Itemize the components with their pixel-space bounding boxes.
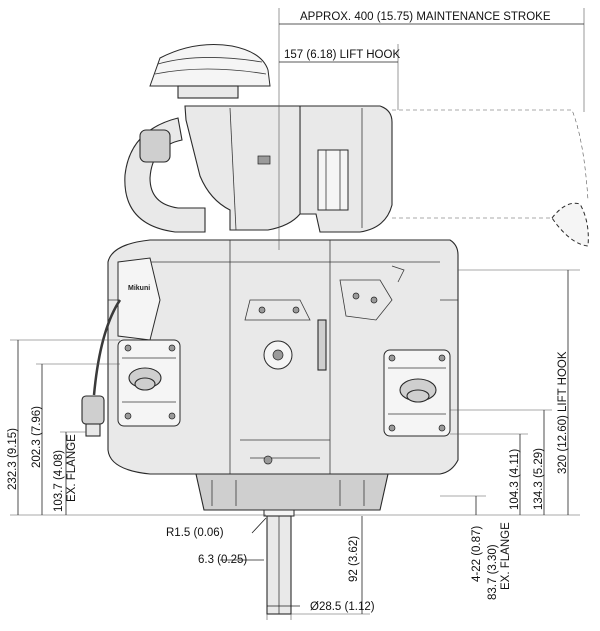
lift-hook-right-label: 320 (12.60) LIFT HOOK — [557, 351, 569, 474]
maintenance-stroke-outline — [392, 109, 589, 247]
ex-flange-left-label: EX. FLANGE — [66, 434, 78, 502]
carburetor-brand-label: Mikuni — [128, 285, 150, 292]
crankcase-base — [195, 473, 389, 511]
maintenance-stroke-label: APPROX. 400 (15.75) MAINTENANCE STROKE — [300, 11, 551, 23]
dim-92-label: 92 (3.62) — [348, 536, 360, 582]
governor-linkage — [240, 299, 330, 465]
dim-202-label: 202.3 (7.96) — [31, 406, 43, 468]
radius-label: R1.5 (0.06) — [166, 527, 224, 539]
cylinder-head-right — [383, 349, 451, 437]
air-cleaner-cap — [149, 44, 271, 99]
dim-232-label: 232.3 (9.15) — [7, 428, 19, 490]
dimension-lines — [10, 8, 585, 620]
engine-illustration: Mikuni — [81, 44, 589, 615]
dimension-labels: APPROX. 400 (15.75) MAINTENANCE STROKE 1… — [7, 11, 569, 613]
lift-hook-top-label: 157 (6.18) LIFT HOOK — [284, 49, 400, 61]
air-cleaner-housing — [184, 105, 393, 233]
dim-134-label: 134.3 (5.29) — [533, 448, 545, 510]
breather-hose — [124, 117, 206, 233]
dim-6-3-label: 6.3 (0.25) — [198, 554, 247, 566]
shaft-diameter-label: Ø28.5 (1.12) — [310, 601, 375, 613]
output-shaft — [263, 509, 295, 615]
dim-4-22-label: 4-22 (0.87) — [471, 526, 483, 582]
dim-83-label: 83.7 (3.30) — [487, 544, 499, 600]
ex-flange-right-label: EX. FLANGE — [500, 522, 512, 590]
cylinder-head-left — [117, 339, 181, 427]
dim-103-label: 103.7 (4.08) — [53, 450, 65, 512]
carburetor-bracket: Mikuni — [117, 257, 161, 341]
fuel-line — [81, 299, 122, 437]
dim-104-label: 104.3 (4.11) — [509, 449, 521, 510]
throttle-mechanism — [339, 265, 405, 321]
